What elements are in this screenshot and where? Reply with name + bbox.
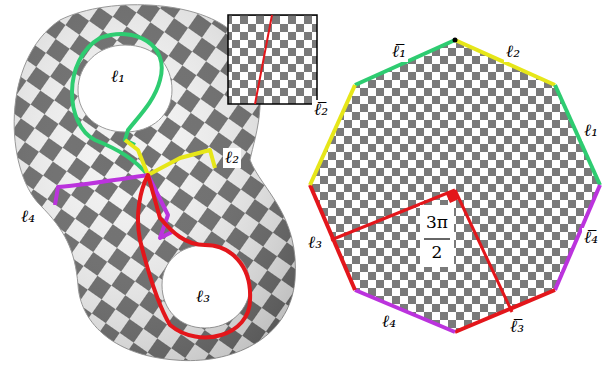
angle-label: 2 xyxy=(430,243,445,263)
loop-label: ℓ̅₄ xyxy=(582,228,600,248)
loop-label: ℓ₃ xyxy=(194,287,212,307)
loop-label: ℓ₄ xyxy=(380,312,398,332)
loop-label: ℓ̅₁ xyxy=(390,42,408,62)
loop-label: ℓ₂ xyxy=(223,148,241,168)
angle-label: 3π xyxy=(424,213,450,233)
fundamental-polygon xyxy=(310,38,600,333)
loop-label: ℓ₂ xyxy=(504,42,522,62)
loop-label: ℓ̅₂ xyxy=(312,100,330,120)
loop-label: ℓ̅₃ xyxy=(508,317,526,337)
inset-square xyxy=(228,15,317,104)
loop-label: ℓ₃ xyxy=(306,233,324,253)
loop-label: ℓ₁ xyxy=(109,67,127,87)
loop-label: ℓ₁ xyxy=(582,121,600,141)
loop-label: ℓ₄ xyxy=(19,207,37,227)
